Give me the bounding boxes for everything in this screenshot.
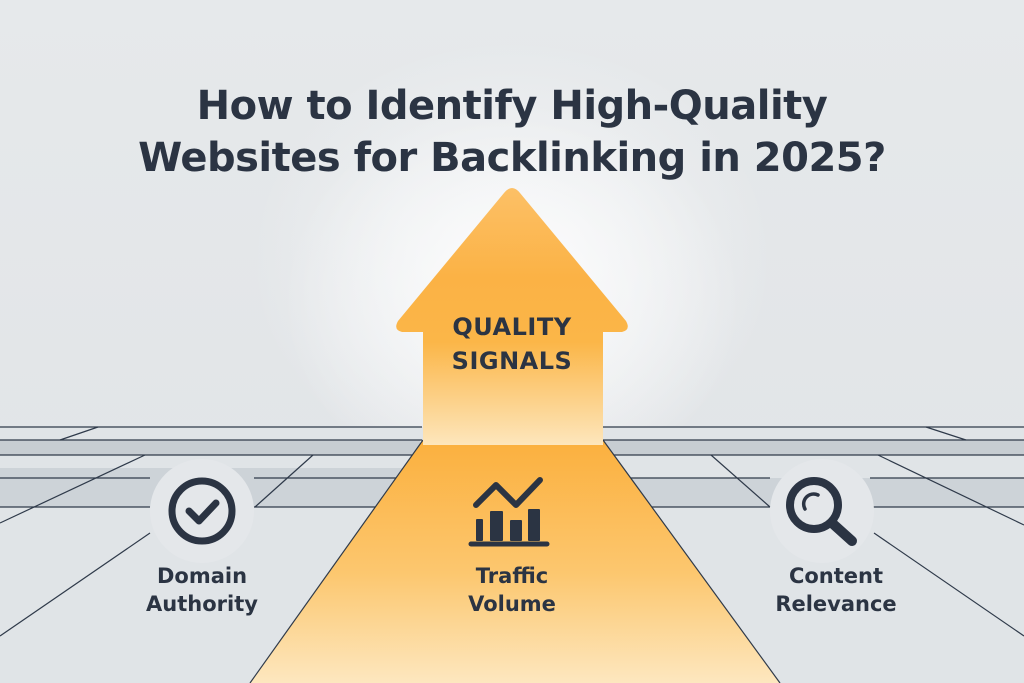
feature-label-line-1: Traffic bbox=[475, 564, 549, 588]
icon-halo bbox=[150, 459, 254, 563]
bar-chart-trend-icon bbox=[468, 477, 550, 547]
feature-label: Traffic Volume bbox=[402, 562, 622, 618]
feature-label-line-2: Relevance bbox=[775, 592, 897, 616]
title-line-2: Websites for Backlinking in 2025? bbox=[138, 135, 886, 181]
feature-label: Domain Authority bbox=[92, 562, 312, 618]
feature-content-relevance: Content Relevance bbox=[726, 455, 946, 625]
feature-domain-authority: Domain Authority bbox=[92, 455, 312, 625]
orange-path bbox=[250, 440, 780, 683]
page-title: How to Identify High-Quality Websites fo… bbox=[0, 80, 1024, 184]
up-arrow-shape bbox=[396, 188, 628, 445]
arrow-label-line-1: QUALITY bbox=[452, 313, 572, 341]
arrow-label-line-2: SIGNALS bbox=[451, 347, 573, 375]
feature-label-line-2: Volume bbox=[468, 592, 556, 616]
feature-label-line-1: Domain bbox=[156, 564, 248, 588]
magnifying-glass-icon bbox=[786, 477, 857, 546]
quality-signals-label: QUALITY SIGNALS bbox=[412, 310, 612, 378]
check-circle-icon bbox=[168, 477, 236, 545]
feature-label-line-1: Content bbox=[788, 564, 884, 588]
feature-label: Content Relevance bbox=[726, 562, 946, 618]
feature-traffic-volume: Traffic Volume bbox=[402, 455, 622, 625]
title-line-1: How to Identify High-Quality bbox=[196, 83, 828, 129]
feature-label-line-2: Authority bbox=[146, 592, 258, 616]
